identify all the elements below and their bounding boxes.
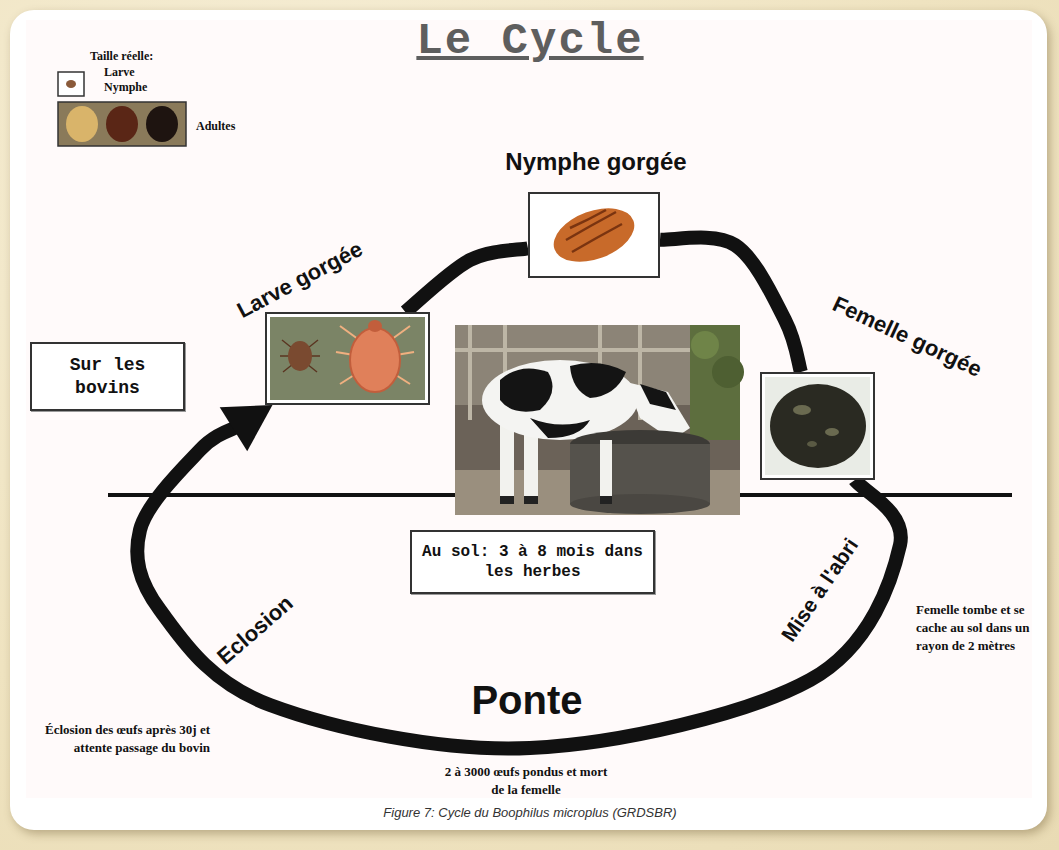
note-text: Ponte [471,678,582,722]
cow-photo-part-part [468,325,472,420]
female-picture-part [825,428,839,436]
larva-picture-part [350,328,400,392]
label-holder: Ponte [471,677,582,723]
nymph-picture-part [528,192,660,278]
female-picture-part [807,441,817,447]
stage-heading: Femelle gorgée [829,292,985,382]
label-holder: Larve [104,62,135,80]
adult-samples-part [146,106,178,142]
diagram-title: Le Cycle [416,16,643,66]
cow-photo-part [482,360,638,440]
size-sample-part [58,72,84,96]
female-picture-part [770,384,866,468]
cow-photo-part [570,363,626,398]
cow-photo-part [600,496,612,504]
larva-picture [265,312,430,405]
cow-photo-part [500,368,553,411]
note-text: Adultes [196,119,235,133]
cycle-line [137,426,901,748]
title-holder: Le Cycle [280,16,780,66]
stage-box: Sur les bovins [30,342,185,411]
note-text: 2 à 3000 œufs pondus et mort de la femel… [445,764,608,797]
picture-box: Nymphe gorgée [528,192,660,278]
label-holder: Éclosion des œufs après 30j et attente p… [28,720,210,756]
larva-picture-part-part [308,340,318,348]
adult-samples-part [106,106,138,142]
cow-photo-part [500,420,514,502]
cycle-arrow [137,405,901,748]
cycle-line [660,238,801,372]
stage-heading: Nymphe gorgée [505,149,686,175]
larva-picture-part [265,312,430,405]
size-sample [58,72,84,96]
label-holder: Mise à l'abri [777,534,864,646]
adult-samples-part [66,106,98,142]
label-holder: Nymphe [104,77,147,95]
nymph-picture-part-part [570,210,606,228]
note-text: Femelle tombe et se cache au sol dans un… [916,602,1029,653]
stage-heading: Larve gorgée [233,237,366,323]
box-text: Au sol: 3 à 8 mois dans les herbes [422,542,643,582]
cow-photo-part [500,496,514,504]
cow-photo-part-part [455,348,690,352]
larva-picture-part [280,340,320,372]
cow-photo-part [600,440,612,502]
nymph-picture-part-part [572,224,622,252]
note-text: Eclosion [212,590,298,669]
cow-photo-part [530,418,590,438]
cow-photo-part [570,494,710,514]
inner-panel [26,20,1032,798]
female-picture [760,372,875,480]
caption-holder: Figure 7: Cycle du Boophilus microplus (… [130,803,930,821]
larva-picture-part [368,320,382,332]
nymph-picture-part [566,210,622,252]
female-picture-part [760,372,875,480]
size-sample-part [66,80,76,88]
picture-box: Femelle gorgée [760,372,875,480]
cow-photo-part [640,384,676,410]
cycle-arrow [405,248,528,312]
label-holder: Eclosion [212,590,298,669]
picture-box: Larve gorgée [265,312,430,405]
larva-picture-part-part [282,340,292,348]
cow-photo-part [712,356,744,388]
box-text: Sur les bovins [42,354,173,399]
label-holder: 2 à 3000 œufs pondus et mort de la femel… [440,762,612,798]
figure-caption: Figure 7: Cycle du Boophilus microplus (… [383,805,676,820]
cow-photo-part [691,331,719,359]
note-text: Larve [104,65,135,79]
note-text: Taille réelle: [90,49,153,63]
note-text: Nymphe [104,80,147,94]
stage-box: Au sol: 3 à 8 mois dans les herbes [410,530,655,594]
inner-panel-part [26,20,1032,798]
adult-samples-part [58,102,186,146]
larva-picture-part [288,341,312,371]
nymph-picture [528,192,660,278]
female-picture-part [793,405,811,415]
cycle-arrow [660,238,801,372]
note-text: Mise à l'abri [777,534,863,646]
label-holder: Adultes [196,116,235,134]
nymph-picture-part [546,198,641,272]
note-text: Éclosion des œufs après 30j et attente p… [45,722,210,755]
label-holder: Femelle tombe et se cache au sol dans un… [916,600,1036,654]
cow-photo-part [455,325,740,515]
cow-photo [455,325,744,515]
cycle-line [405,248,528,312]
label-holder: Taille réelle: [90,46,153,64]
adult-samples [58,102,186,146]
arrow-head [220,405,273,451]
cow-photo-part [524,496,538,504]
